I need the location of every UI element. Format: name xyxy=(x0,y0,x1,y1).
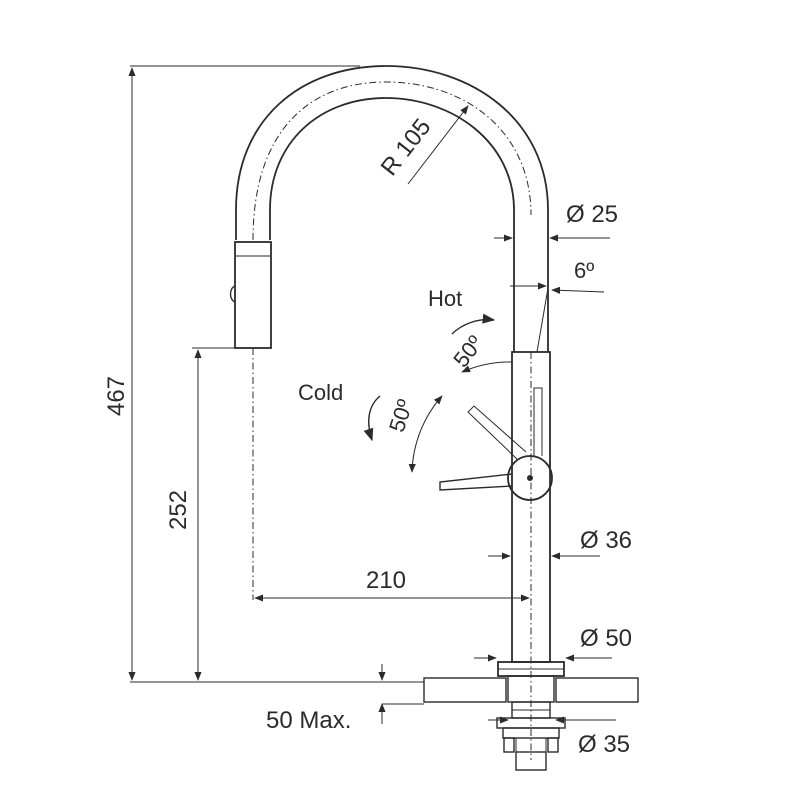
lever-middle-position xyxy=(467,405,527,461)
label-hot: Hot xyxy=(428,286,462,311)
label-dia-body: Ø 36 xyxy=(580,527,632,554)
countertop-right xyxy=(555,677,639,703)
hot-rotation-arrow xyxy=(451,313,496,335)
spray-button xyxy=(229,285,236,303)
countertop-left xyxy=(423,677,507,703)
label-dia-spout: Ø 25 xyxy=(566,201,618,228)
fixing-studs xyxy=(503,737,559,753)
spout-outer-curve xyxy=(235,65,549,352)
label-dia-shank: Ø 35 xyxy=(578,731,630,758)
spout-centerline xyxy=(252,81,532,241)
lever-hub xyxy=(507,455,553,501)
lever-hot-position xyxy=(533,387,543,456)
spray-head xyxy=(234,241,272,349)
hot-angle-arc xyxy=(461,361,513,373)
hose-connector xyxy=(515,751,547,771)
dimension-lines xyxy=(128,65,616,724)
label-tilt: 6º xyxy=(574,258,594,283)
spout-inner-curve xyxy=(269,97,515,352)
faucet-outline xyxy=(130,65,639,771)
label-height-spout: 252 xyxy=(165,490,192,530)
label-height-total: 467 xyxy=(103,376,130,416)
label-reach: 210 xyxy=(366,567,406,594)
cold-rotation-arrow xyxy=(363,395,381,442)
dim-tilt-right xyxy=(551,286,605,294)
label-counter-max: 50 Max. xyxy=(266,707,351,734)
lever-pivot xyxy=(527,475,533,481)
tilt-line xyxy=(536,287,549,353)
label-cold: Cold xyxy=(298,380,343,405)
label-angle-cold: 50º xyxy=(384,396,418,435)
lever-cold-position xyxy=(439,473,513,491)
fixing-plate xyxy=(502,727,560,739)
label-radius: R 105 xyxy=(376,114,437,181)
dim-radius xyxy=(407,105,469,185)
cold-angle-arc xyxy=(408,395,443,473)
label-dia-base: Ø 50 xyxy=(580,625,632,652)
label-angle-hot: 50º xyxy=(448,331,488,372)
